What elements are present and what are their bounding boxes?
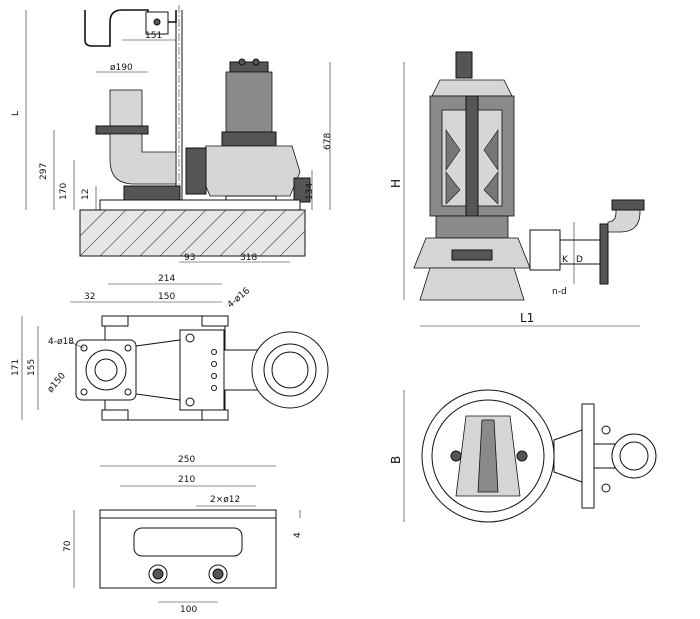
plate-ear <box>201 409 229 421</box>
volute-outlet <box>293 177 311 203</box>
flange-hole <box>124 344 132 352</box>
dim-D: D <box>576 255 583 265</box>
dim-318: 318 <box>240 253 257 263</box>
dim-70: 70 <box>63 540 73 552</box>
dim-phi150: ø150 <box>46 371 68 395</box>
cable-gland <box>252 58 260 66</box>
pump-volute <box>199 145 301 197</box>
coupling-body <box>135 339 181 401</box>
head-bolt <box>185 397 195 407</box>
plate-ear <box>201 315 229 327</box>
dim-214: 214 <box>158 274 175 284</box>
motor-top <box>431 79 513 97</box>
plate-ear <box>101 409 129 421</box>
base-plate-outline <box>99 509 277 589</box>
impeller <box>451 249 493 261</box>
pump-stand <box>419 267 525 301</box>
head-bolt <box>185 333 195 343</box>
elbow-flange <box>611 199 645 211</box>
coupling-base <box>123 185 181 201</box>
leader-line <box>69 341 85 349</box>
coupling-head <box>179 329 225 411</box>
bracket-bolt <box>153 18 161 26</box>
cable-inlet <box>455 51 473 79</box>
drain-plug <box>516 450 528 462</box>
dim-678: 678 <box>323 133 333 150</box>
elbow-bore <box>619 441 649 471</box>
section-view: H K D n-d L1 <box>389 51 645 327</box>
discharge-flange <box>599 223 609 285</box>
dim-134: 134 <box>305 183 315 200</box>
head-bolt <box>211 349 217 355</box>
flange-hole <box>124 388 132 396</box>
dim-210: 210 <box>178 475 195 485</box>
flange-hole <box>80 388 88 396</box>
dim-2x-phi12: 2×ø12 <box>210 495 240 505</box>
dim-93: 93 <box>184 253 195 263</box>
base-plate <box>99 199 301 211</box>
dim-190: ø190 <box>110 63 133 73</box>
ground-hatching <box>79 209 306 257</box>
base-plate-view: 250 210 2×ø12 70 4 100 <box>63 455 303 615</box>
dim-12: 12 <box>81 189 91 200</box>
motor-flange <box>221 131 277 147</box>
flange-bolt <box>601 483 611 493</box>
dim-171: 171 <box>11 359 21 376</box>
plan-view: 214 32 150 4-ø16 17 <box>11 274 329 421</box>
flange-top <box>581 403 595 509</box>
dim-L: L <box>11 111 21 116</box>
coupling-bracket <box>185 147 207 195</box>
coupling-arm <box>553 429 583 483</box>
pipe-flange <box>95 125 149 135</box>
dim-4: 4 <box>293 532 303 538</box>
motor-housing <box>225 71 273 133</box>
discharge-pipe <box>109 89 143 129</box>
plate-ear <box>101 315 129 327</box>
dim-32: 32 <box>84 292 95 302</box>
cable-gland <box>238 58 246 66</box>
head-bolt <box>211 385 217 391</box>
dim-H: H <box>389 179 403 188</box>
dim-170: 170 <box>59 183 69 200</box>
pipe-elbow <box>109 133 177 185</box>
flange-bolt <box>601 425 611 435</box>
mount-hole-inner <box>152 568 164 580</box>
dim-4-phi16: 4-ø16 <box>226 286 253 311</box>
guide-bracket <box>84 9 177 47</box>
rotor-windings <box>445 129 499 205</box>
dim-150: 150 <box>158 292 175 302</box>
mount-hole-inner <box>212 568 224 580</box>
dim-K: K <box>562 255 569 265</box>
discharge-section <box>559 239 601 265</box>
plate-slot <box>133 527 243 557</box>
coupling-section <box>529 229 561 271</box>
dim-151: 151 <box>145 31 162 41</box>
top-view: B <box>389 389 657 523</box>
dim-155: 155 <box>27 359 37 376</box>
head-bolt <box>211 373 217 379</box>
dim-n-d: n-d <box>552 287 567 297</box>
dim-250: 250 <box>178 455 195 465</box>
ground-block <box>79 209 306 257</box>
dim-B: B <box>389 456 403 464</box>
dim-4-phi18: 4-ø18 <box>48 337 74 347</box>
blade-top <box>477 419 499 493</box>
discharge-elbow <box>607 207 641 233</box>
head-bolt <box>211 361 217 367</box>
inlet-bore-inner <box>94 358 118 382</box>
pump-top-cap <box>229 61 269 73</box>
side-view: 151 ø190 L 297 <box>11 5 333 263</box>
dim-100: 100 <box>180 605 197 615</box>
drain-plug <box>450 450 462 462</box>
outlet-bore <box>271 351 309 389</box>
seal-housing <box>435 215 509 239</box>
dim-297: 297 <box>39 163 49 180</box>
dim-L1: L1 <box>520 311 534 325</box>
